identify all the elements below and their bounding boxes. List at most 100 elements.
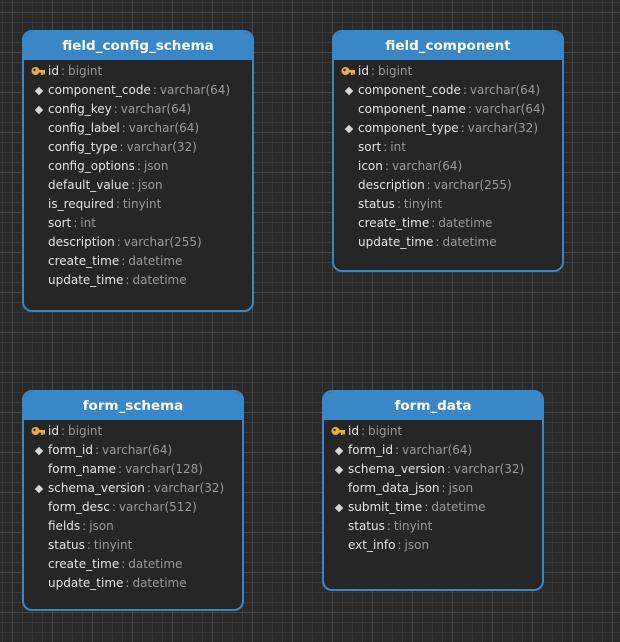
field-name: form_id xyxy=(348,443,393,457)
diamond-icon xyxy=(334,503,344,512)
field-separator: : xyxy=(111,500,116,514)
field-row[interactable]: form_name:varchar(128) xyxy=(24,460,242,479)
field-row[interactable]: config_label:varchar(64) xyxy=(24,119,252,138)
field-row[interactable]: status:tinyint xyxy=(324,517,542,536)
field-row[interactable]: create_time:datetime xyxy=(24,555,242,574)
field-type: varchar(64) xyxy=(120,102,192,116)
field-row[interactable]: component_type:varchar(32) xyxy=(334,119,562,138)
field-separator: : xyxy=(441,481,446,495)
index-diamond-icon xyxy=(342,119,356,138)
field-row[interactable]: submit_time:datetime xyxy=(324,498,542,517)
field-type: varchar(128) xyxy=(125,462,203,476)
primary-key-icon xyxy=(341,62,355,81)
field-separator: : xyxy=(82,519,87,533)
field-row[interactable]: component_code:varchar(64) xyxy=(24,81,252,100)
field-row[interactable]: sort:int xyxy=(24,214,252,233)
field-row[interactable]: config_key:varchar(64) xyxy=(24,100,252,119)
field-row[interactable]: id:bigint xyxy=(24,422,242,441)
field-row[interactable]: status:tinyint xyxy=(334,195,562,214)
field-type: varchar(64) xyxy=(469,83,541,97)
field-row[interactable]: update_time:datetime xyxy=(24,271,252,290)
field-separator: : xyxy=(384,159,389,173)
index-diamond-icon xyxy=(32,441,46,460)
field-separator: : xyxy=(125,273,130,287)
field-row[interactable]: form_id:varchar(64) xyxy=(24,441,242,460)
field-name: default_value xyxy=(48,178,129,192)
field-row[interactable]: create_time:datetime xyxy=(334,214,562,233)
field-row[interactable]: is_required:tinyint xyxy=(24,195,252,214)
field-row[interactable]: description:varchar(255) xyxy=(24,233,252,252)
field-separator: : xyxy=(462,83,467,97)
field-type: bigint xyxy=(368,424,403,438)
index-diamond-icon xyxy=(342,81,356,100)
field-name: component_code xyxy=(48,83,151,97)
field-row[interactable]: form_desc:varchar(512) xyxy=(24,498,242,517)
field-row[interactable]: sort:int xyxy=(334,138,562,157)
field-row[interactable]: status:tinyint xyxy=(24,536,242,555)
entity-title: form_schema xyxy=(24,392,242,420)
field-separator: : xyxy=(431,216,436,230)
field-type: datetime xyxy=(438,216,493,230)
no-marker xyxy=(342,100,356,119)
no-marker xyxy=(32,498,46,517)
field-type: tinyint xyxy=(403,197,443,211)
no-marker xyxy=(32,517,46,536)
field-type: int xyxy=(80,216,96,230)
field-type: datetime xyxy=(128,254,183,268)
field-row[interactable]: fields:json xyxy=(24,517,242,536)
field-row[interactable]: component_code:varchar(64) xyxy=(334,81,562,100)
field-type: varchar(64) xyxy=(474,102,546,116)
field-name: sort xyxy=(48,216,72,230)
field-name: id xyxy=(348,424,359,438)
field-name: id xyxy=(48,64,59,78)
field-type: bigint xyxy=(68,424,103,438)
field-row[interactable]: form_data_json:json xyxy=(324,479,542,498)
field-name: description xyxy=(48,235,115,249)
field-separator: : xyxy=(121,557,126,571)
field-row[interactable]: component_name:varchar(64) xyxy=(334,100,562,119)
field-row[interactable]: form_id:varchar(64) xyxy=(324,441,542,460)
field-name: status xyxy=(48,538,85,552)
no-marker xyxy=(32,214,46,233)
field-name: config_options xyxy=(48,159,135,173)
field-row[interactable]: schema_version:varchar(32) xyxy=(24,479,242,498)
field-separator: : xyxy=(394,443,399,457)
field-name: submit_time xyxy=(348,500,423,514)
primary-key-icon xyxy=(331,422,345,441)
field-type: varchar(255) xyxy=(433,178,512,192)
field-row[interactable]: description:varchar(255) xyxy=(334,176,562,195)
field-row[interactable]: config_options:json xyxy=(24,157,252,176)
field-row[interactable]: id:bigint xyxy=(24,62,252,81)
field-separator: : xyxy=(119,140,124,154)
field-row[interactable]: ext_info:json xyxy=(324,536,542,555)
field-row[interactable]: id:bigint xyxy=(324,422,542,441)
field-name: description xyxy=(358,178,425,192)
field-separator: : xyxy=(152,83,157,97)
field-name: config_label xyxy=(48,121,120,135)
field-row[interactable]: update_time:datetime xyxy=(334,233,562,252)
field-row[interactable]: update_time:datetime xyxy=(24,574,242,593)
field-row[interactable]: id:bigint xyxy=(334,62,562,81)
field-row[interactable]: config_type:varchar(32) xyxy=(24,138,252,157)
field-type: datetime xyxy=(431,500,486,514)
no-marker xyxy=(32,195,46,214)
no-marker xyxy=(342,138,356,157)
field-name: update_time xyxy=(48,576,124,590)
field-type: tinyint xyxy=(393,519,433,533)
field-type: datetime xyxy=(132,273,187,287)
field-row[interactable]: default_value:json xyxy=(24,176,252,195)
no-marker xyxy=(332,479,346,498)
no-marker xyxy=(32,252,46,271)
field-row[interactable]: schema_version:varchar(32) xyxy=(324,460,542,479)
diamond-icon xyxy=(34,446,44,455)
diamond-icon xyxy=(34,86,44,95)
field-row[interactable]: create_time:datetime xyxy=(24,252,252,271)
no-marker xyxy=(32,138,46,157)
field-row[interactable]: icon:varchar(64) xyxy=(334,157,562,176)
